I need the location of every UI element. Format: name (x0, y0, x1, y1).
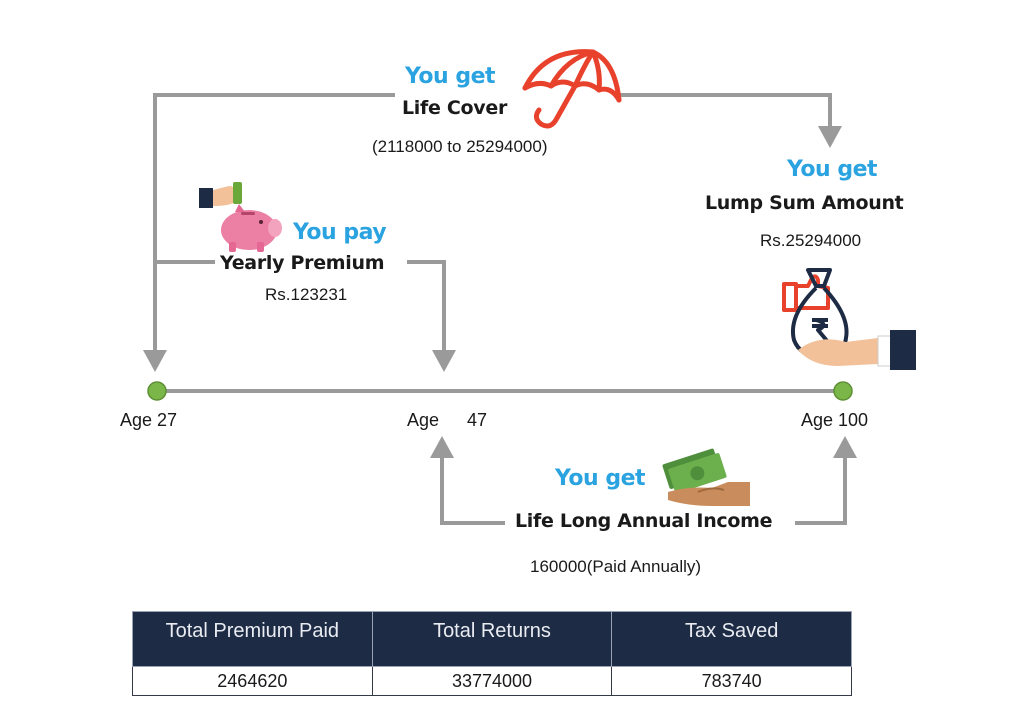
premium-amount: Rs.123231 (265, 285, 348, 304)
premium-connector-right (407, 260, 446, 350)
lump-sum-title: Lump Sum Amount (705, 192, 904, 214)
income-connector-right (795, 455, 847, 525)
arrow-down-premium (432, 350, 456, 372)
age-mid-label: Age (407, 410, 440, 430)
life-cover-range: (2118000 to 25294000) (372, 137, 548, 156)
arrow-up-income-right (833, 436, 857, 458)
life-cover-connector-left (153, 93, 395, 352)
income-connector-left (440, 455, 505, 525)
age-start: Age 27 (120, 410, 178, 430)
premium-you-pay: You pay (293, 220, 387, 245)
value-total-premium: 2464620 (132, 666, 373, 696)
arrow-down-lump-sum (818, 126, 842, 148)
arrow-up-income-left (430, 436, 454, 458)
value-total-returns: 33774000 (371, 666, 613, 696)
life-cover-connector-right (620, 93, 832, 127)
cash-in-hand-icon (662, 448, 750, 506)
premium-title: Yearly Premium (220, 252, 385, 274)
income-amount: 160000(Paid Annually) (530, 557, 702, 576)
age-end: Age 100 (801, 410, 869, 430)
piggy-bank-icon (199, 182, 282, 252)
header-total-premium: Total Premium Paid (132, 611, 373, 667)
age-mid-value: 47 (467, 410, 488, 430)
connector-lines (143, 93, 857, 525)
money-bag-handover-icon (782, 268, 916, 370)
summary-table: Total Premium Paid Total Returns Tax Sav… (132, 611, 852, 696)
arrow-down-life-cover (143, 350, 167, 372)
header-tax-saved: Tax Saved (611, 611, 852, 667)
summary-header-row: Total Premium Paid Total Returns Tax Sav… (132, 611, 852, 667)
timeline-dot-start (147, 381, 167, 401)
umbrella-icon (522, 49, 622, 129)
table-row: 2464620 33774000 783740 (132, 666, 852, 696)
income-title: Life Long Annual Income (515, 510, 773, 532)
lump-sum-you-get: You get (787, 157, 878, 182)
life-cover-you-get: You get (405, 64, 496, 89)
lump-sum-amount: Rs.25294000 (760, 231, 862, 250)
life-cover-title: Life Cover (402, 97, 508, 119)
header-total-returns: Total Returns (371, 611, 613, 667)
value-tax-saved: 783740 (611, 666, 852, 696)
timeline-dot-end (833, 381, 853, 401)
income-you-get: You get (555, 466, 646, 491)
